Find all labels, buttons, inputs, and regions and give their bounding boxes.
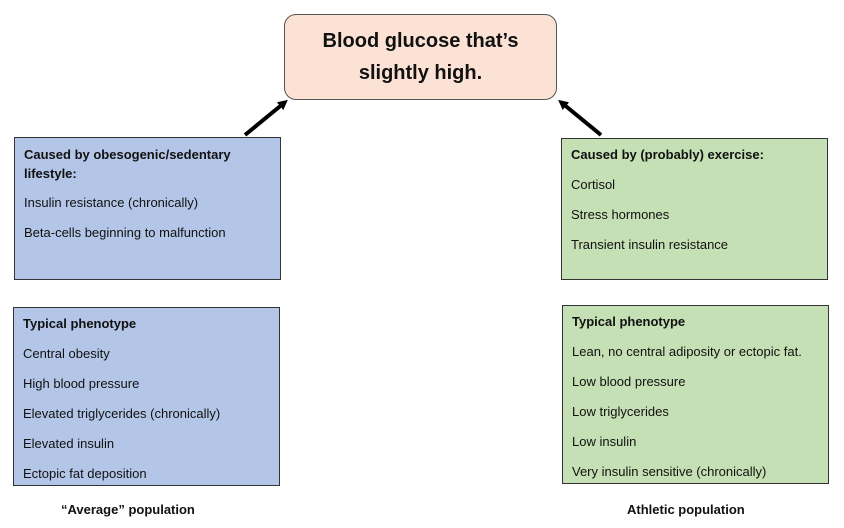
right-cause-item: Transient insulin resistance (571, 237, 729, 252)
right-cause-item: Stress hormones (571, 207, 670, 222)
right-phenotype-item: Very insulin sensitive (chronically) (572, 464, 767, 479)
left-phenotype-item: Central obesity (23, 346, 110, 361)
blood-glucose-box: Blood glucose that’s slightly high. (284, 14, 557, 100)
right-phenotype-item: Low triglycerides (572, 404, 669, 419)
left-arrow (243, 99, 288, 137)
left-cause-item: Insulin resistance (chronically) (24, 195, 199, 210)
right-arrow (558, 99, 603, 137)
left-phenotype-item: Elevated triglycerides (chronically) (23, 406, 221, 421)
left-cause-heading: Caused by obesogenic/sedentary lifestyle… (24, 147, 231, 181)
right-phenotype-item: Lean, no central adiposity or ectopic fa… (572, 344, 802, 359)
left-phenotype-heading: Typical phenotype (23, 316, 137, 331)
right-phenotype-item: Low insulin (572, 434, 637, 449)
right-phenotype-item: Low blood pressure (572, 374, 686, 389)
left-cause-item: Beta-cells beginning to malfunction (24, 225, 226, 240)
blood-glucose-title: Blood glucose that’s slightly high. (322, 30, 519, 84)
left-phenotype-item: Elevated insulin (23, 436, 115, 451)
left-cause-box: Caused by obesogenic/sedentary lifestyle… (14, 137, 281, 280)
left-population-caption: “Average” population (61, 502, 195, 517)
left-phenotype-item: Ectopic fat deposition (23, 466, 147, 481)
right-cause-item: Cortisol (571, 177, 616, 192)
right-cause-box: Caused by (probably) exercise: Cortisol … (561, 138, 828, 280)
right-population-caption: Athletic population (627, 502, 745, 517)
left-phenotype-box: Typical phenotype Central obesity High b… (13, 307, 280, 486)
left-phenotype-item: High blood pressure (23, 376, 140, 391)
right-cause-heading: Caused by (probably) exercise: (571, 147, 764, 162)
right-phenotype-box: Typical phenotype Lean, no central adipo… (562, 305, 829, 484)
right-phenotype-heading: Typical phenotype (572, 314, 686, 329)
